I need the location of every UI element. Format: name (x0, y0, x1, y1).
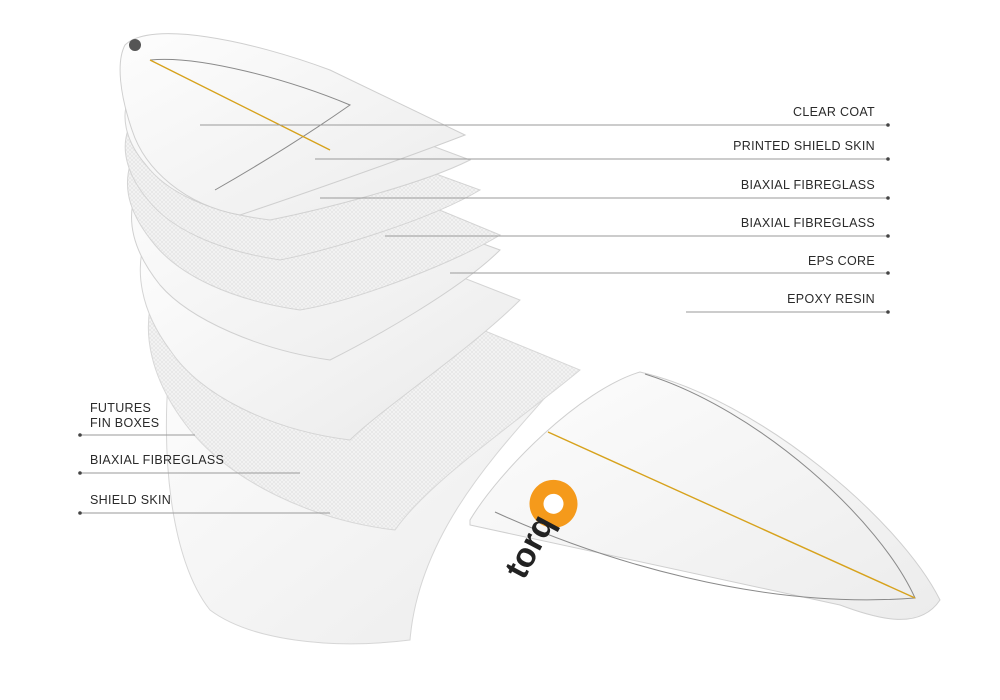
clear-coat-stringer (149, 59, 331, 151)
label-futures-fin-boxes-line1: FUTURES (90, 401, 152, 415)
torq-logo-inner (543, 493, 564, 514)
board-nose-piece (469, 371, 941, 620)
leader-dot-eps-core (886, 271, 890, 275)
label-futures-fin-boxes-line2: FIN BOXES (90, 416, 160, 430)
clear-coat-rail-line (149, 58, 352, 191)
label-biaxial-fibreglass-top-2: BIAXIAL FIBREGLASS (740, 216, 875, 230)
leader-dot-clear-coat (886, 123, 890, 127)
label-futures-fin-boxes: FUTURES FIN BOXES (90, 401, 159, 431)
label-eps-core: EPS CORE (808, 254, 875, 268)
leash-plug-icon (129, 39, 141, 51)
leader-dot-printed-shield-skin (886, 157, 890, 161)
label-shield-skin: SHIELD SKIN (90, 493, 172, 507)
label-epoxy-resin: EPOXY RESIN (787, 292, 875, 306)
leader-dot-futures-fin-boxes (78, 433, 82, 437)
clear-coat-layer (119, 33, 467, 216)
leader-dot-biaxial-fibreglass-top-1 (886, 196, 890, 200)
leader-dot-biaxial-fibreglass-top-2 (886, 234, 890, 238)
leader-dot-shield-skin (78, 511, 82, 515)
label-printed-shield-skin: PRINTED SHIELD SKIN (733, 139, 875, 153)
label-clear-coat: CLEAR COAT (793, 105, 875, 119)
board-nose-stringer (547, 431, 916, 599)
leader-dot-epoxy-resin (886, 310, 890, 314)
leader-dot-biaxial-fibreglass-bottom (78, 471, 82, 475)
label-biaxial-fibreglass-bottom: BIAXIAL FIBREGLASS (90, 453, 225, 467)
label-biaxial-fibreglass-top-1: BIAXIAL FIBREGLASS (740, 178, 875, 192)
